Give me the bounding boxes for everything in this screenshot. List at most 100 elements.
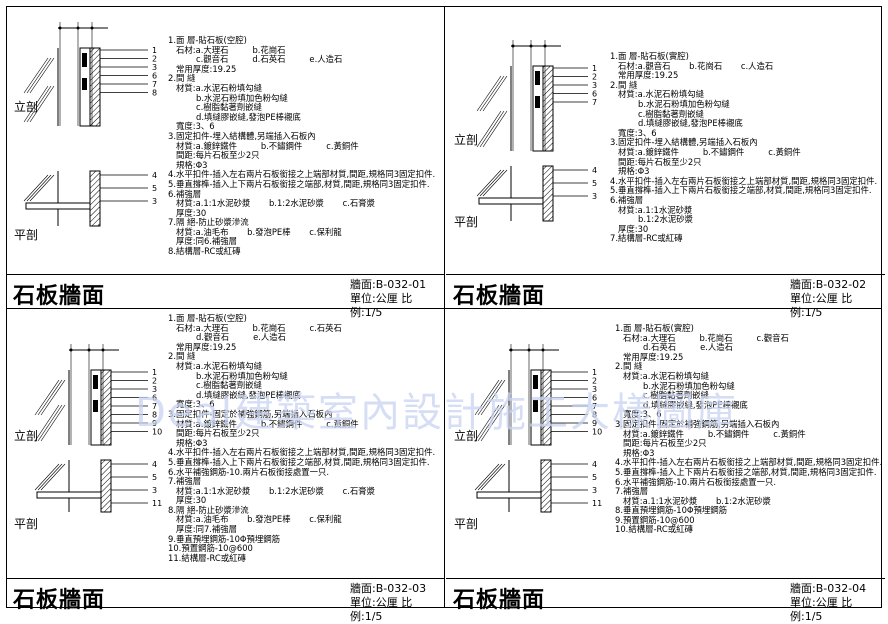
callout-number: 3 bbox=[592, 192, 597, 201]
note-line: 6.水平補強鋼筋-10.兩片石板銜接處置一只. bbox=[615, 476, 776, 487]
callout-number: 4 bbox=[152, 171, 157, 180]
callout-number: 3 bbox=[152, 63, 157, 72]
note-line: 1.面 層-貼石板(實腔) bbox=[615, 323, 694, 333]
note-line: 2.間 縫 bbox=[168, 73, 196, 84]
callout-number: 10 bbox=[152, 428, 162, 437]
callout-number: 4 bbox=[592, 166, 597, 175]
drawing-title: 石板牆面 bbox=[13, 588, 106, 613]
note-line: 4.水平扣件-插入左右兩片石板銜接之上端部材質,間距,規格同3固定扣件. bbox=[615, 457, 883, 468]
note-line: 1.面 層-貼石板(空腔) bbox=[168, 313, 247, 323]
drawing-title: 石板牆面 bbox=[453, 588, 546, 613]
drawing-title: 石板牆面 bbox=[13, 284, 106, 309]
note-line: 材質:a.水泥石粉填勾縫 bbox=[623, 370, 709, 381]
callout-number: 1 bbox=[152, 46, 157, 55]
callout-number: 8 bbox=[152, 411, 157, 420]
note-line: 4.水平扣件-插入左右兩片石板銜接之上端部材質,間距,規格同3固定扣件. bbox=[168, 169, 436, 180]
note-line: d.觀音石 e.人造石 bbox=[196, 332, 287, 343]
note-line: 4.水平扣件-插入左右兩片石板銜接之上端部材質,間距,規格同3固定扣件. bbox=[168, 447, 436, 458]
note-line: 規格:Φ3 bbox=[176, 437, 208, 448]
note-line: b.水泥石粉填加色粉勾縫 bbox=[643, 380, 735, 391]
notes: 1.面 層-貼石板(實腔)石材:a.觀音石 b.花崗石 c.人造石常用厚度:19… bbox=[610, 51, 878, 244]
note-line: 寬度:3、6 bbox=[176, 121, 215, 132]
unit-scale: 單位:公厘 比例:1/5 bbox=[350, 292, 413, 319]
note-line: 9.垂直預埋鋼筋-10Φ預埋鋼筋 bbox=[168, 533, 281, 544]
note-line: 間距:每片石板至少2只 bbox=[623, 438, 707, 449]
note-line: c.樹脂黏著劑嵌縫 bbox=[196, 380, 262, 391]
note-line: 材質:a.油毛布 b.發泡PE棒 c.保利龍 bbox=[176, 514, 342, 525]
note-line: 厚度:30 bbox=[618, 223, 649, 234]
callout-number: 9 bbox=[152, 419, 157, 428]
note-line: 常用厚度:19.25 bbox=[176, 341, 237, 352]
note-line: b.水泥石粉填加色粉勾縫 bbox=[638, 98, 730, 109]
drawing-number: 牆面:B-032-04 bbox=[790, 582, 867, 595]
callout-number: 7 bbox=[152, 402, 157, 411]
callout-number: 10 bbox=[592, 428, 602, 437]
callout-number: 2 bbox=[152, 55, 157, 64]
divider-vertical bbox=[444, 6, 445, 608]
note-line: 石材:a.大理石 b.花崗石 c.觀音石 bbox=[623, 332, 789, 343]
note-line: 1.面 層-貼石板(空腔) bbox=[168, 35, 247, 45]
note-line: 2.間 縫 bbox=[168, 351, 196, 362]
callout-number: 3 bbox=[152, 385, 157, 394]
callout-number: 5 bbox=[152, 184, 157, 193]
note-line: 材質:a.油毛布 b.發泡PE棒 c.保利龍 bbox=[176, 226, 342, 237]
plan-section-label: 平剖 bbox=[14, 517, 39, 531]
note-line: b.水泥石粉填加色粉勾縫 bbox=[196, 92, 288, 103]
note-line: 常用厚度:19.25 bbox=[176, 63, 237, 74]
note-line: 寬度:3、6 bbox=[176, 399, 215, 410]
note-line: 11.結構層-RC或紅磚 bbox=[168, 552, 246, 563]
plan-section-label: 平剖 bbox=[14, 228, 39, 242]
unit-scale: 單位:公厘 比例:1/5 bbox=[790, 596, 853, 623]
note-line: 間距:每片石板至少2只 bbox=[618, 156, 702, 167]
callout-number: 7 bbox=[152, 80, 157, 89]
callout-number: 2 bbox=[592, 377, 597, 386]
callout-number: 3 bbox=[592, 385, 597, 394]
note-line: 材質:a.1:1水泥砂漿 b.1:2水泥砂漿 c.石膏漿 bbox=[176, 198, 375, 209]
note-line: 1.面 層-貼石板(實腔) bbox=[610, 51, 689, 61]
note-line: 材質:a.鍍鋅鐵件 b.不鏽鋼件 c.黃銅件 bbox=[623, 428, 806, 439]
callout-number: 4 bbox=[592, 460, 597, 469]
note-line: d.填縫膠嵌縫,發泡PE棒襯底 bbox=[638, 118, 743, 129]
note-line: 常用厚度:19.25 bbox=[618, 70, 679, 81]
note-line: 規格:Φ3 bbox=[623, 447, 655, 458]
note-line: 材質:a.鍍鋅鐵件 b.不鏽鋼件 c.黃銅件 bbox=[176, 140, 359, 151]
note-line: 規格:Φ3 bbox=[176, 159, 208, 170]
unit-scale: 單位:公厘 比例:1/5 bbox=[790, 292, 853, 319]
note-line: 石材:a.大理石 b.花崗石 bbox=[176, 44, 286, 55]
elevation-section-label: 立剖 bbox=[454, 133, 479, 147]
note-line: c.觀音石 d.石英石 e.人造石 bbox=[196, 54, 343, 65]
note-line: 材質:a.鍍鋅鐵件 b.不鏽鋼件 c.黃銅件 bbox=[176, 418, 359, 429]
callout-number: 7 bbox=[592, 402, 597, 411]
callout-number: 3 bbox=[592, 486, 597, 495]
note-line: 4.水平扣件-插入左右兩片石板銜接之上端部材質,間距,規格同3固定扣件. bbox=[610, 175, 878, 186]
callout-number: 6 bbox=[152, 394, 157, 403]
drawing-title: 石板牆面 bbox=[453, 284, 546, 309]
elevation-section-label: 立剖 bbox=[14, 429, 39, 443]
note-line: 間距:每片石板至少2只 bbox=[176, 150, 260, 161]
unit-scale: 單位:公厘 比例:1/5 bbox=[350, 596, 413, 623]
note-line: 材質:a.水泥石粉填勾縫 bbox=[176, 82, 262, 93]
note-line: 5.垂直撐榫-插入上下兩片石板銜接之端部,材質,間距,規格同3固定扣件. bbox=[168, 178, 430, 189]
note-line: 材質:a.1:1水泥砂漿 b.1:2水泥砂漿 bbox=[623, 495, 771, 506]
note-line: d.填縫膠嵌縫,發泡PE棒襯底 bbox=[196, 111, 301, 122]
note-line: 3.固定扣件-埋入結構體,另端插入石板內 bbox=[168, 130, 316, 141]
note-line: c.樹脂黏著劑嵌縫 bbox=[638, 108, 704, 119]
drawing-number: 牆面:B-032-03 bbox=[350, 582, 427, 595]
note-line: 10.預置鋼筋-10@600 bbox=[168, 543, 253, 554]
note-line: 6.補強層 bbox=[610, 194, 644, 205]
note-line: 3.固定扣件-埋入結構體,另端插入石板內 bbox=[610, 137, 758, 148]
note-line: 5.垂直撐榫-插入上下兩片石板銜接之端部,材質,間距,規格同3固定扣件. bbox=[610, 185, 872, 196]
note-line: b.水泥石粉填加色粉勾縫 bbox=[196, 370, 288, 381]
note-line: 材質:a.1:1水泥砂漿 b.1:2水泥砂漿 c.石膏漿 bbox=[176, 485, 375, 496]
note-line: c.樹脂黏著劑嵌縫 bbox=[643, 390, 709, 401]
